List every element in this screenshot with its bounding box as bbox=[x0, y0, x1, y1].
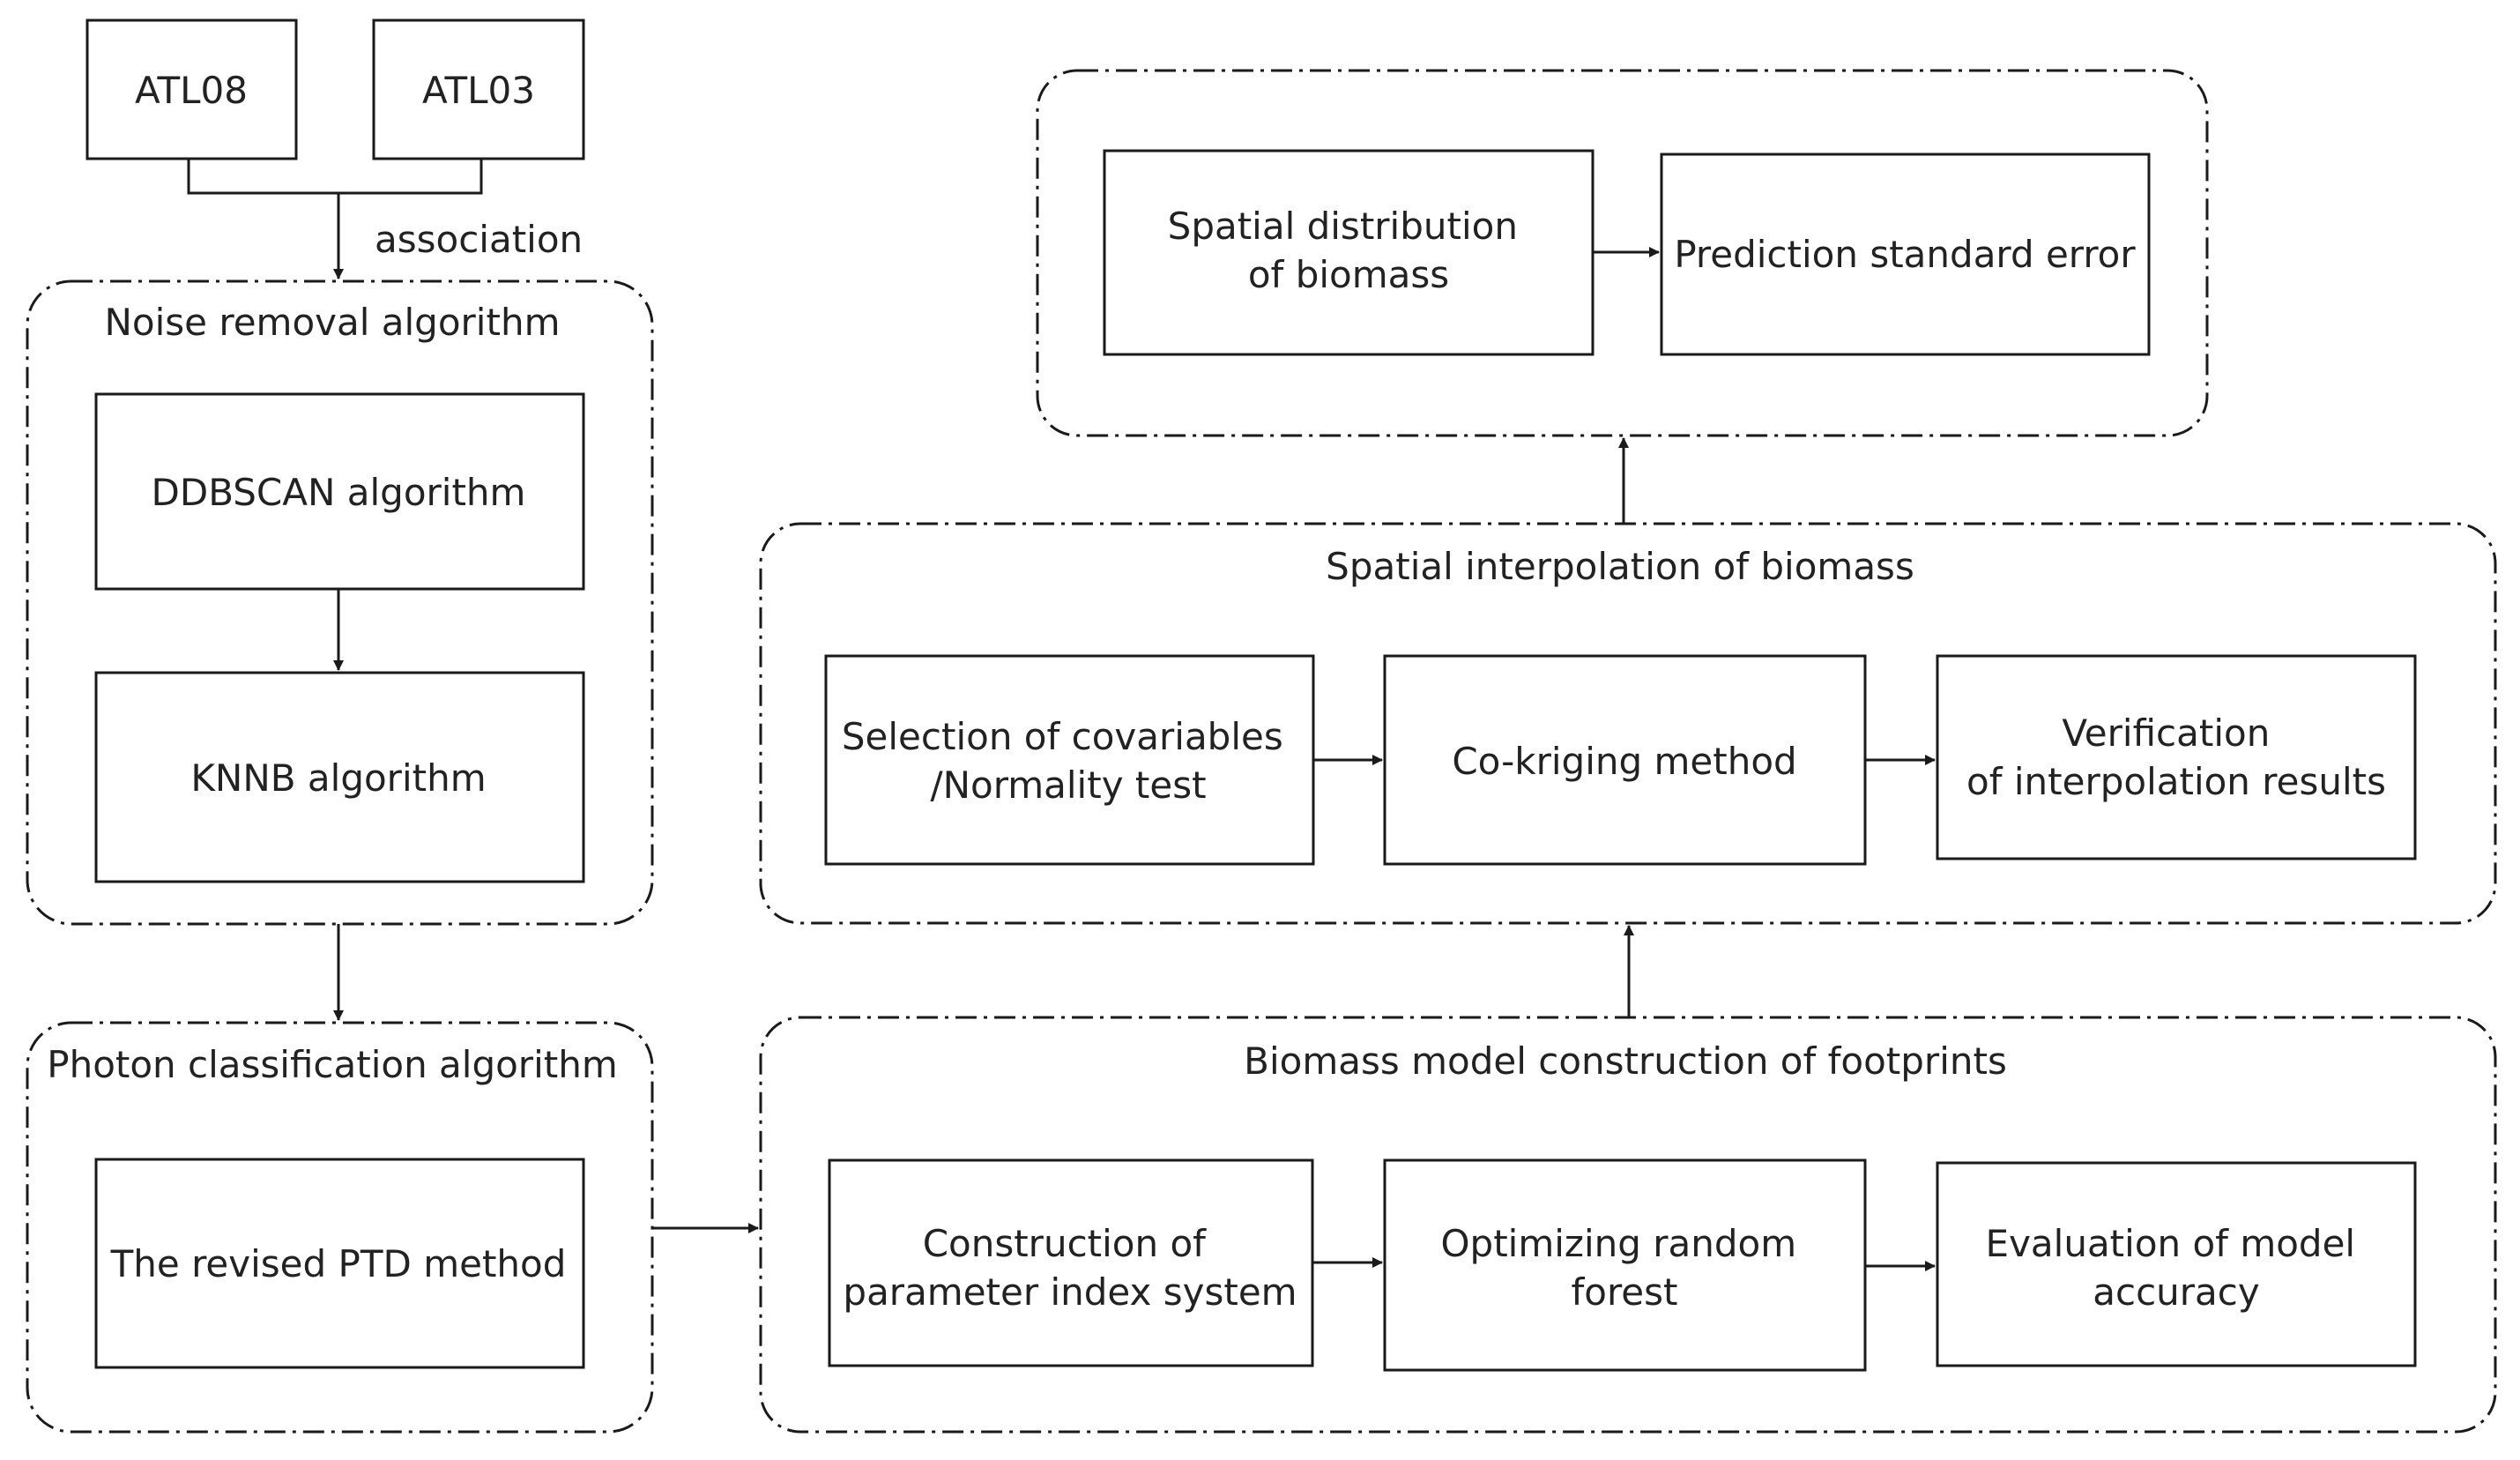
atl03-label: ATL03 bbox=[422, 69, 535, 112]
distribution-box bbox=[1103, 149, 1595, 356]
selection-label: Selection of covariables /Normality test bbox=[842, 715, 1295, 807]
atl03-box bbox=[372, 19, 585, 160]
spatial-interpolation-title: Spatial interpolation of biomass bbox=[1326, 545, 1914, 588]
ddbscan-box bbox=[94, 392, 585, 591]
atl08-label: ATL08 bbox=[135, 69, 248, 112]
ptd-label: The revised PTD method bbox=[110, 1242, 567, 1285]
selection-box bbox=[824, 654, 1315, 866]
association-label: association bbox=[375, 218, 583, 261]
distribution-label: Spatial distribution of biomass bbox=[1168, 205, 1530, 296]
ptd-box bbox=[94, 1158, 585, 1369]
optimizing-label: Optimizing random forest bbox=[1440, 1222, 1808, 1314]
noise-removal-group bbox=[26, 279, 654, 926]
evaluation-box bbox=[1936, 1161, 2417, 1367]
knnb-box bbox=[94, 671, 585, 883]
construction-box bbox=[828, 1158, 1314, 1367]
knnb-label: KNNB algorithm bbox=[190, 756, 486, 800]
verification-box bbox=[1936, 654, 2417, 860]
ddbscan-label: DDBSCAN algorithm bbox=[152, 471, 526, 514]
association-connector bbox=[187, 159, 483, 195]
verification-label: Verification of interpolation results bbox=[1966, 711, 2386, 803]
cokriging-label: Co-kriging method bbox=[1452, 740, 1796, 783]
cokriging-box bbox=[1383, 654, 1867, 866]
construction-label: Construction of parameter index system bbox=[843, 1222, 1297, 1314]
spatial-interpolation-group bbox=[759, 522, 2497, 925]
prediction-error-label: Prediction standard error bbox=[1674, 233, 2136, 276]
evaluation-label: Evaluation of model accuracy bbox=[1986, 1222, 2368, 1314]
biomass-model-title: Biomass model construction of footprints bbox=[1244, 1039, 2007, 1083]
noise-removal-title: Noise removal algorithm bbox=[105, 301, 561, 344]
photon-classification-title: Photon classification algorithm bbox=[47, 1043, 618, 1086]
prediction-error-box bbox=[1660, 153, 2151, 356]
optimizing-box bbox=[1383, 1158, 1867, 1372]
atl08-box bbox=[85, 19, 298, 160]
output-group bbox=[1036, 69, 2209, 437]
